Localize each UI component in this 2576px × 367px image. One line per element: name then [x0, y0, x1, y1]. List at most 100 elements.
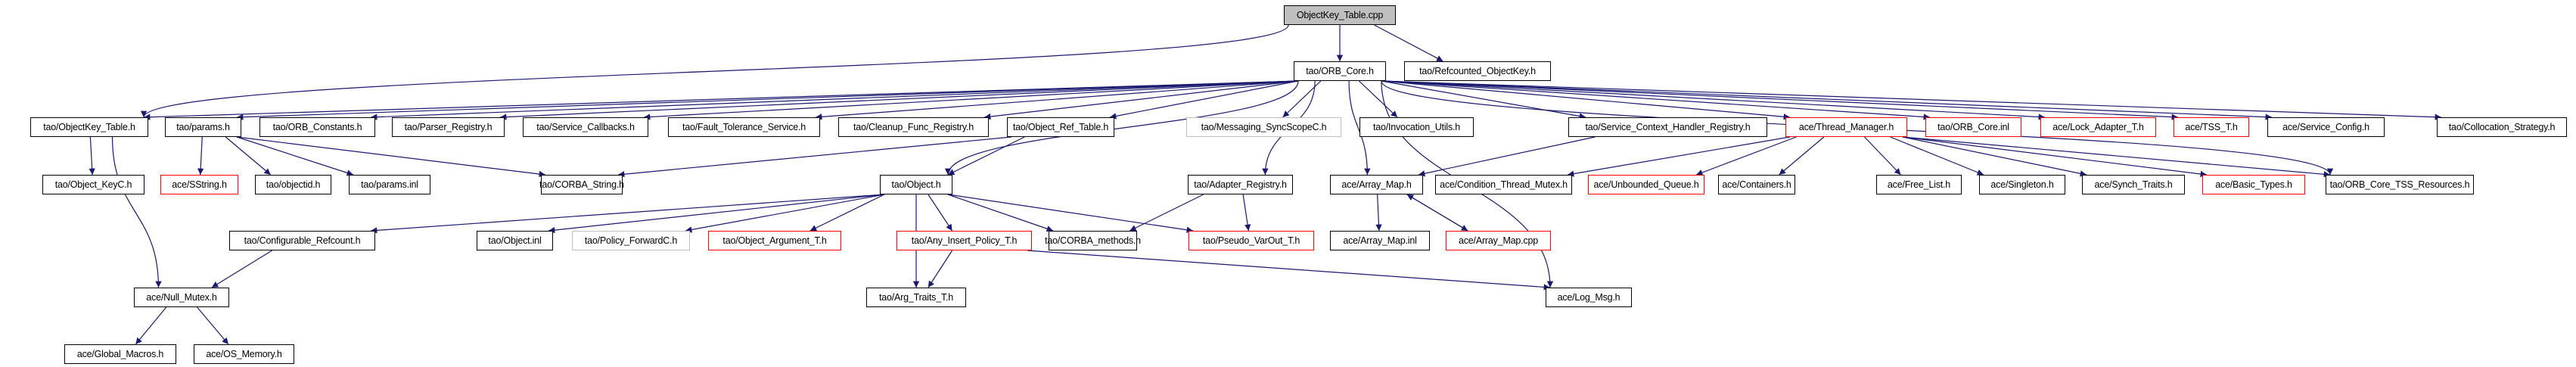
edge-thread-manager-to-singleton: [1890, 136, 1984, 176]
graph-node-orb-core-h[interactable]: tao/ORB_Core.h: [1294, 61, 1386, 81]
node-label: ace/Unbounded_Queue.h: [1593, 179, 1699, 190]
graph-node-sstring[interactable]: ace/SString.h: [160, 175, 238, 194]
graph-node-free-list[interactable]: ace/Free_List.h: [1876, 175, 1962, 194]
node-label: ace/Service_Config.h: [2282, 122, 2369, 132]
edge-configurable-refcount-to-null-mutex: [211, 250, 272, 288]
edge-orb-core-h-to-service-context: [1381, 80, 1586, 120]
edge-object-ref-table-to-corba-string: [617, 136, 1012, 178]
edge-thread-manager-to-unbounded-queue: [1695, 136, 1797, 176]
graph-node-array-map-inl[interactable]: ace/Array_Map.inl: [1330, 231, 1430, 250]
edge-params-h-to-corba-string: [236, 136, 546, 178]
node-label: tao/Object.inl: [488, 235, 542, 246]
node-label: tao/Service_Context_Handler_Registry.h: [1585, 122, 1751, 132]
edge-any-insert-policy-to-arg-traits: [928, 250, 953, 288]
edge-orb-core-h-to-fault-tolerance: [815, 80, 1299, 120]
edge-object-h-to-object-argument: [809, 194, 885, 232]
edge-object-h-to-policy-forwardc: [685, 194, 885, 233]
graph-node-singleton[interactable]: ace/Singleton.h: [1979, 175, 2065, 194]
graph-node-array-map-h[interactable]: ace/Array_Map.h: [1330, 175, 1423, 194]
graph-node-object-ref-table[interactable]: tao/Object_Ref_Table.h: [1007, 117, 1114, 137]
graph-node-basic-types[interactable]: ace/Basic_Types.h: [2202, 175, 2305, 194]
graph-node-root[interactable]: ObjectKey_Table.cpp: [1284, 5, 1396, 25]
edge-orb-core-h-to-service-callbacks: [643, 80, 1299, 120]
node-label: tao/Parser_Registry.h: [404, 122, 493, 132]
node-label: tao/ORB_Core.inl: [1937, 122, 2009, 132]
graph-node-null-mutex[interactable]: ace/Null_Mutex.h: [134, 288, 229, 307]
graph-node-collocation[interactable]: tao/Collocation_Strategy.h: [2437, 117, 2567, 137]
graph-node-array-map-cpp[interactable]: ace/Array_Map.cpp: [1446, 231, 1551, 250]
node-label: ace/Containers.h: [1722, 179, 1791, 190]
graph-node-os-memory[interactable]: ace/OS_Memory.h: [194, 344, 294, 364]
node-label: ace/Log_Msg.h: [1557, 292, 1620, 303]
edge-params-h-to-objectid: [225, 136, 272, 176]
graph-node-log-msg[interactable]: ace/Log_Msg.h: [1546, 288, 1632, 307]
edge-orb-core-h-to-parser-registry: [499, 80, 1299, 120]
graph-node-messaging-syncscope[interactable]: tao/Messaging_SyncScopeC.h: [1186, 117, 1341, 137]
node-label: tao/ORB_Core_TSS_Resources.h: [2329, 179, 2470, 190]
graph-node-object-argument[interactable]: tao/Object_Argument_T.h: [708, 231, 841, 250]
graph-node-refcounted-objectkey[interactable]: tao/Refcounted_ObjectKey.h: [1404, 61, 1551, 81]
node-label: ace/Null_Mutex.h: [146, 292, 217, 303]
graph-node-thread-manager[interactable]: ace/Thread_Manager.h: [1785, 117, 1907, 137]
graph-node-lock-adapter[interactable]: ace/Lock_Adapter_T.h: [2040, 117, 2156, 137]
edge-orb-core-h-to-thread-manager: [1381, 80, 1791, 120]
graph-node-corba-string[interactable]: tao/CORBA_String.h: [539, 175, 624, 194]
edge-orb-core-h-to-collocation: [1381, 80, 2442, 120]
graph-node-object-keyc[interactable]: tao/Object_KeyC.h: [42, 175, 144, 194]
node-label: tao/params.inl: [361, 179, 418, 190]
node-label: ace/SString.h: [172, 179, 227, 190]
graph-node-unbounded-queue[interactable]: ace/Unbounded_Queue.h: [1588, 175, 1704, 194]
node-label: ace/Array_Map.cpp: [1459, 235, 1538, 246]
graph-node-objectkey-table-h[interactable]: tao/ObjectKey_Table.h: [30, 117, 148, 137]
node-label: tao/ObjectKey_Table.h: [43, 122, 135, 132]
graph-node-orb-core-inl[interactable]: tao/ORB_Core.inl: [1925, 117, 2021, 137]
node-label: tao/objectid.h: [266, 179, 321, 190]
graph-node-params-h[interactable]: tao/params.h: [165, 117, 241, 137]
graph-node-tss-t[interactable]: ace/TSS_T.h: [2174, 117, 2249, 137]
graph-node-params-inl[interactable]: tao/params.inl: [349, 175, 430, 194]
edge-adapter-registry-to-corba-methods: [1129, 194, 1204, 232]
graph-node-policy-forwardc[interactable]: tao/Policy_ForwardC.h: [572, 231, 690, 250]
edge-array-map-h-to-array-map-inl: [1375, 194, 1382, 232]
node-label: tao/ORB_Core.h: [1306, 66, 1374, 76]
node-label: ace/Array_Map.inl: [1343, 235, 1417, 246]
edge-object-h-to-any-insert-policy: [928, 194, 953, 232]
graph-node-global-macros[interactable]: ace/Global_Macros.h: [64, 344, 176, 364]
graph-node-corba-methods[interactable]: tao/CORBA_methods.h: [1045, 231, 1141, 250]
edge-orb-core-h-to-orb-core-inl: [1381, 80, 1931, 120]
edge-thread-manager-to-basic-types: [1902, 136, 2208, 178]
edge-root-to-refcounted-objectkey: [1374, 24, 1443, 62]
edge-null-mutex-to-os-memory: [197, 306, 229, 345]
edge-thread-manager-to-condition-mutex: [1567, 136, 1791, 177]
graph-node-parser-registry[interactable]: tao/Parser_Registry.h: [392, 117, 505, 137]
node-label: ace/Free_List.h: [1887, 179, 1951, 190]
node-label: tao/Cleanup_Func_Registry.h: [853, 122, 974, 132]
edge-object-h-to-configurable-refcount: [370, 194, 885, 234]
graph-node-synch-traits[interactable]: ace/Synch_Traits.h: [2082, 175, 2185, 194]
graph-node-cleanup-func[interactable]: tao/Cleanup_Func_Registry.h: [838, 117, 989, 137]
graph-node-condition-mutex[interactable]: ace/Condition_Thread_Mutex.h: [1435, 175, 1572, 194]
graph-node-service-context[interactable]: tao/Service_Context_Handler_Registry.h: [1568, 117, 1767, 137]
graph-node-service-callbacks[interactable]: tao/Service_Callbacks.h: [523, 117, 648, 137]
node-label: tao/Arg_Traits_T.h: [878, 292, 954, 303]
node-label: tao/Configurable_Refcount.h: [244, 235, 361, 246]
node-label: ace/Global_Macros.h: [76, 349, 164, 359]
graph-node-objectid[interactable]: tao/objectid.h: [255, 175, 331, 194]
graph-node-adapter-registry[interactable]: tao/Adapter_Registry.h: [1188, 175, 1293, 194]
graph-node-orb-constants[interactable]: tao/ORB_Constants.h: [259, 117, 375, 137]
graph-node-configurable-refcount[interactable]: tao/Configurable_Refcount.h: [229, 231, 375, 250]
graph-node-object-inl[interactable]: tao/Object.inl: [477, 231, 553, 250]
graph-node-any-insert-policy[interactable]: tao/Any_Insert_Policy_T.h: [896, 231, 1032, 250]
graph-node-arg-traits[interactable]: tao/Arg_Traits_T.h: [866, 288, 966, 307]
graph-node-service-config[interactable]: ace/Service_Config.h: [2267, 117, 2385, 137]
graph-node-pseudo-varout[interactable]: tao/Pseudo_VarOut_T.h: [1189, 231, 1314, 250]
graph-node-object-h[interactable]: tao/Object.h: [880, 175, 952, 194]
graph-node-containers[interactable]: ace/Containers.h: [1718, 175, 1795, 194]
node-label: tao/Adapter_Registry.h: [1194, 179, 1287, 190]
graph-node-fault-tolerance[interactable]: tao/Fault_Tolerance_Service.h: [668, 117, 820, 137]
edge-orb-core-h-to-object-ref-table: [1109, 80, 1299, 120]
graph-node-tss-resources[interactable]: tao/ORB_Core_TSS_Resources.h: [2326, 175, 2474, 194]
node-label: ace/Thread_Manager.h: [1798, 122, 1894, 132]
graph-node-invocation-utils[interactable]: tao/Invocation_Utils.h: [1359, 117, 1474, 137]
